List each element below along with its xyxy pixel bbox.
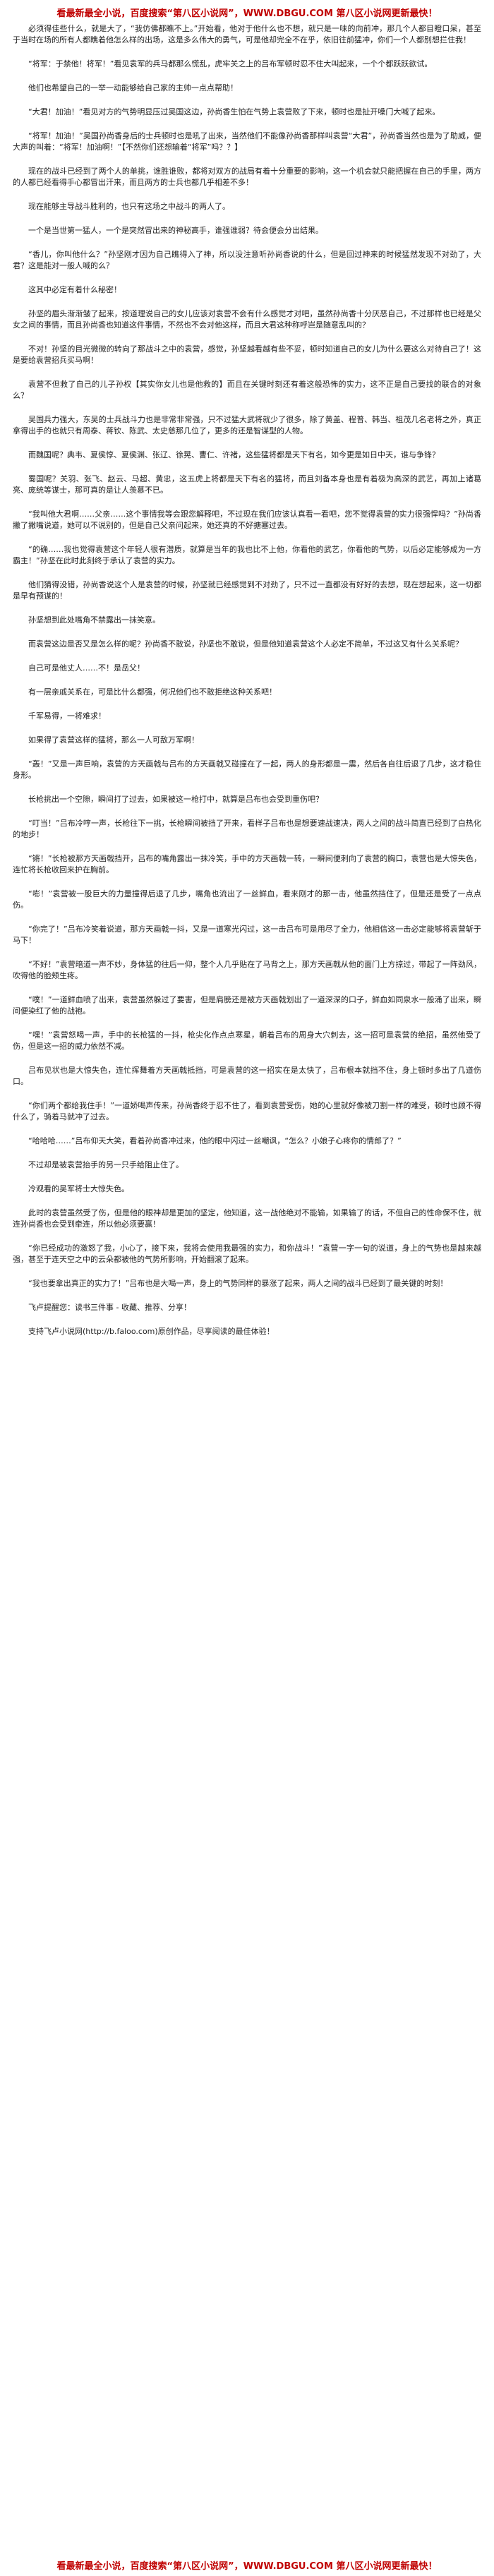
article-paragraph: “的确……我也觉得袁营这个年轻人很有潜质，就算是当年的我也比不上他，你看他的武艺… — [13, 545, 481, 565]
article-paragraph: “叮当！”吕布冷哼一声，长枪往下一挑，长枪瞬间被挡了开来，看样子吕布也是想要速战… — [13, 819, 481, 839]
article-paragraph: “嘭！”袁营被一股巨大的力量撞得后退了几步，嘴角也流出了一丝鲜血，看来刚才的那一… — [13, 889, 481, 910]
article-paragraph: “将军：于禁他！将军！”看见袁军的兵马都那么慌乱，虎牢关之上的吕布军顿时忍不住大… — [28, 59, 433, 68]
article-paragraph: 千军易得，一将难求！ — [28, 711, 106, 721]
article-paragraph: 他们也希望自己的一举一动能够给自己家的主帅一点点帮助！ — [28, 83, 238, 92]
article-paragraph: 不对！孙坚的目光微微的转向了那战斗之中的袁营，感觉，孙坚越看越有些不妥，顿时知道… — [13, 344, 481, 365]
article-paragraph: 长枪挑出一个空隙，瞬间打了过去，如果被这一枪打中，就算是吕布也会受到重伤吧？ — [28, 795, 323, 804]
article-paragraph: 孙坚的眉头渐渐皱了起来，按道理说自己的女儿应该对袁营不会有什么感觉才对吧，虽然孙… — [13, 309, 481, 330]
article-paragraph: “我也要拿出真正的实力了！”吕布也是大喝一声，身上的气势同样的暴涨了起来，两人之… — [28, 1279, 448, 1288]
article-body: 必须得佳些什么，就是大了，“我仿佛都瞧不上。”开始看，他对于他什么也不想，就只是… — [13, 23, 481, 1337]
article-paragraph: 自己可是他丈人……不！是岳父！ — [28, 663, 145, 673]
article-paragraph: “我叫他大君啊……父亲……这个事情我等会跟您解释吧，不过现在我们应该认真看一看吧… — [13, 510, 481, 530]
article-paragraph: 现在的战斗已经到了两个人的单挑，谁胜谁败，都将对双方的战局有着十分重要的影响，这… — [13, 167, 481, 187]
article-paragraph: 孙坚想到此处嘴角不禁露出一抹笑意。 — [28, 615, 160, 625]
footer: 看最新最全小说，百度搜索“第八区小说网”，WWW.DBGU.COM 第八区小说网… — [13, 2558, 481, 2572]
article-paragraph: 飞卢提醒您：读书三件事 - 收藏、推荐、分享！ — [28, 1303, 191, 1312]
article-paragraph: 吕布见状也是大惊失色，连忙挥舞着方天画戟抵挡，可是袁营的这一招实在是太快了，吕布… — [13, 1066, 481, 1086]
article-paragraph: 蜀国呢？关羽、张飞、赵云、马超、黄忠，这五虎上将都是天下有名的猛将，而且刘备本身… — [13, 474, 481, 495]
article-paragraph: 必须得佳些什么，就是大了，“我仿佛都瞧不上。”开始看，他对于他什么也不想，就只是… — [13, 24, 481, 44]
article-paragraph: 支持飞卢小说网(http://b.faloo.com)原创作品，尽享阅读的最佳体… — [28, 1327, 275, 1336]
article-paragraph: “你已经成功的激怒了我，小心了，接下来，我将会使用我最强的实力，和你战斗！”袁营… — [13, 1244, 481, 1264]
bottom-banner: 看最新最全小说，百度搜索“第八区小说网”，WWW.DBGU.COM 第八区小说网… — [56, 2561, 438, 2572]
article-paragraph: “你们两个都给我住手！”一道娇喝声传来，孙尚香终于忍不住了，看到袁营受伤，她的心… — [13, 1101, 481, 1121]
article-paragraph: 一个是当世第一猛人，一个是突然冒出来的神秘高手，谁强谁弱？待会便会分出结果。 — [28, 226, 323, 235]
article-paragraph: “噗！”一道鲜血喷了出来，袁营虽然躲过了要害，但是肩膀还是被方天画戟划出了一道深… — [13, 995, 481, 1016]
article-paragraph: 此时的袁营虽然受了伤，但是他的眼神却是更加的坚定，他知道，这一战他绝对不能输，如… — [13, 1208, 481, 1229]
article-paragraph: 冷观看的吴军将士大惊失色。 — [28, 1184, 129, 1193]
article-paragraph: 他们猜得没错，孙尚香说这个人是袁营的时候，孙坚就已经感觉到不对劲了，只不过一直都… — [13, 580, 481, 601]
article-paragraph: 这其中必定有着什么秘密！ — [28, 285, 121, 294]
article-paragraph: 袁营不但救了自己的儿子孙权【其实你女儿也是他救的】而且在关键时刻还有着这般恐怖的… — [13, 380, 481, 400]
article-paragraph: 如果得了袁营这样的猛将，那么一人可敌万军啊！ — [28, 735, 199, 745]
article-paragraph: “锵！”长枪被那方天画戟挡开，吕布的嘴角露出一抹冷笑，手中的方天画戟一转，一瞬间… — [13, 854, 481, 874]
article-paragraph: 而袁营这边是否又是怎么样的呢？孙尚香不敢说，孙坚也不敢说，但是他知道袁营这个人必… — [28, 639, 463, 649]
article-paragraph: 现在能够主导战斗胜利的，也只有这场之中战斗的两人了。 — [28, 202, 230, 211]
article-paragraph: 有一层亲戚关系在，可是比什么都强，何况他们也不敢拒绝这种关系吧！ — [28, 687, 277, 697]
article-paragraph: “大君！加油！”看见对方的气势明显压过吴国这边，孙尚香生怕在气势上袁营败了下来，… — [28, 107, 440, 116]
article-paragraph: “香儿，你叫他什么？”孙坚刚才因为自己瞧得入了神，所以没注意听孙尚香说的什么，但… — [13, 250, 481, 270]
article-paragraph: “你完了！”吕布冷笑着说道，那方天画戟一抖，又是一道寒光闪过，这一击吕布可是用尽… — [13, 925, 481, 945]
article-paragraph: “嘿！”袁营怒喝一声，手中的长枪猛的一抖，枪尖化作点点寒星，朝着吕布的周身大穴刺… — [13, 1030, 481, 1051]
article-paragraph: “哈哈哈……”吕布仰天大笑，看着孙尚香冲过来，他的眼中闪过一丝嘲讽，“怎么？小娘… — [28, 1136, 402, 1145]
article-paragraph: 吴国兵力强大，东吴的士兵战斗力也是非常非常强，只不过猛大武将就少了很多，除了黄盖… — [13, 415, 481, 435]
article-paragraph: 不过却是被袁营抬手的另一只手给阻止住了。 — [28, 1160, 183, 1169]
article-paragraph: 而魏国呢？典韦、夏侯惇、夏侯渊、张辽、徐晃、曹仁、许褚，这些猛将都是天下有名，如… — [28, 450, 440, 459]
article-paragraph: “不好！”袁营暗道一声不妙，身体猛的往后一仰，整个人几乎贴在了马背之上，那方天画… — [13, 960, 481, 980]
top-banner: 看最新最全小说，百度搜索“第八区小说网”，WWW.DBGU.COM 第八区小说网… — [56, 8, 438, 19]
article-paragraph: “将军！加油！”吴国孙尚香身后的士兵顿时也是吼了出来，当然他们不能像孙尚香那样叫… — [13, 131, 481, 152]
article-paragraph: “轰！”又是一声巨响，袁营的方天画戟与吕布的方天画戟又碰撞在了一起，两人的身形都… — [13, 759, 481, 780]
